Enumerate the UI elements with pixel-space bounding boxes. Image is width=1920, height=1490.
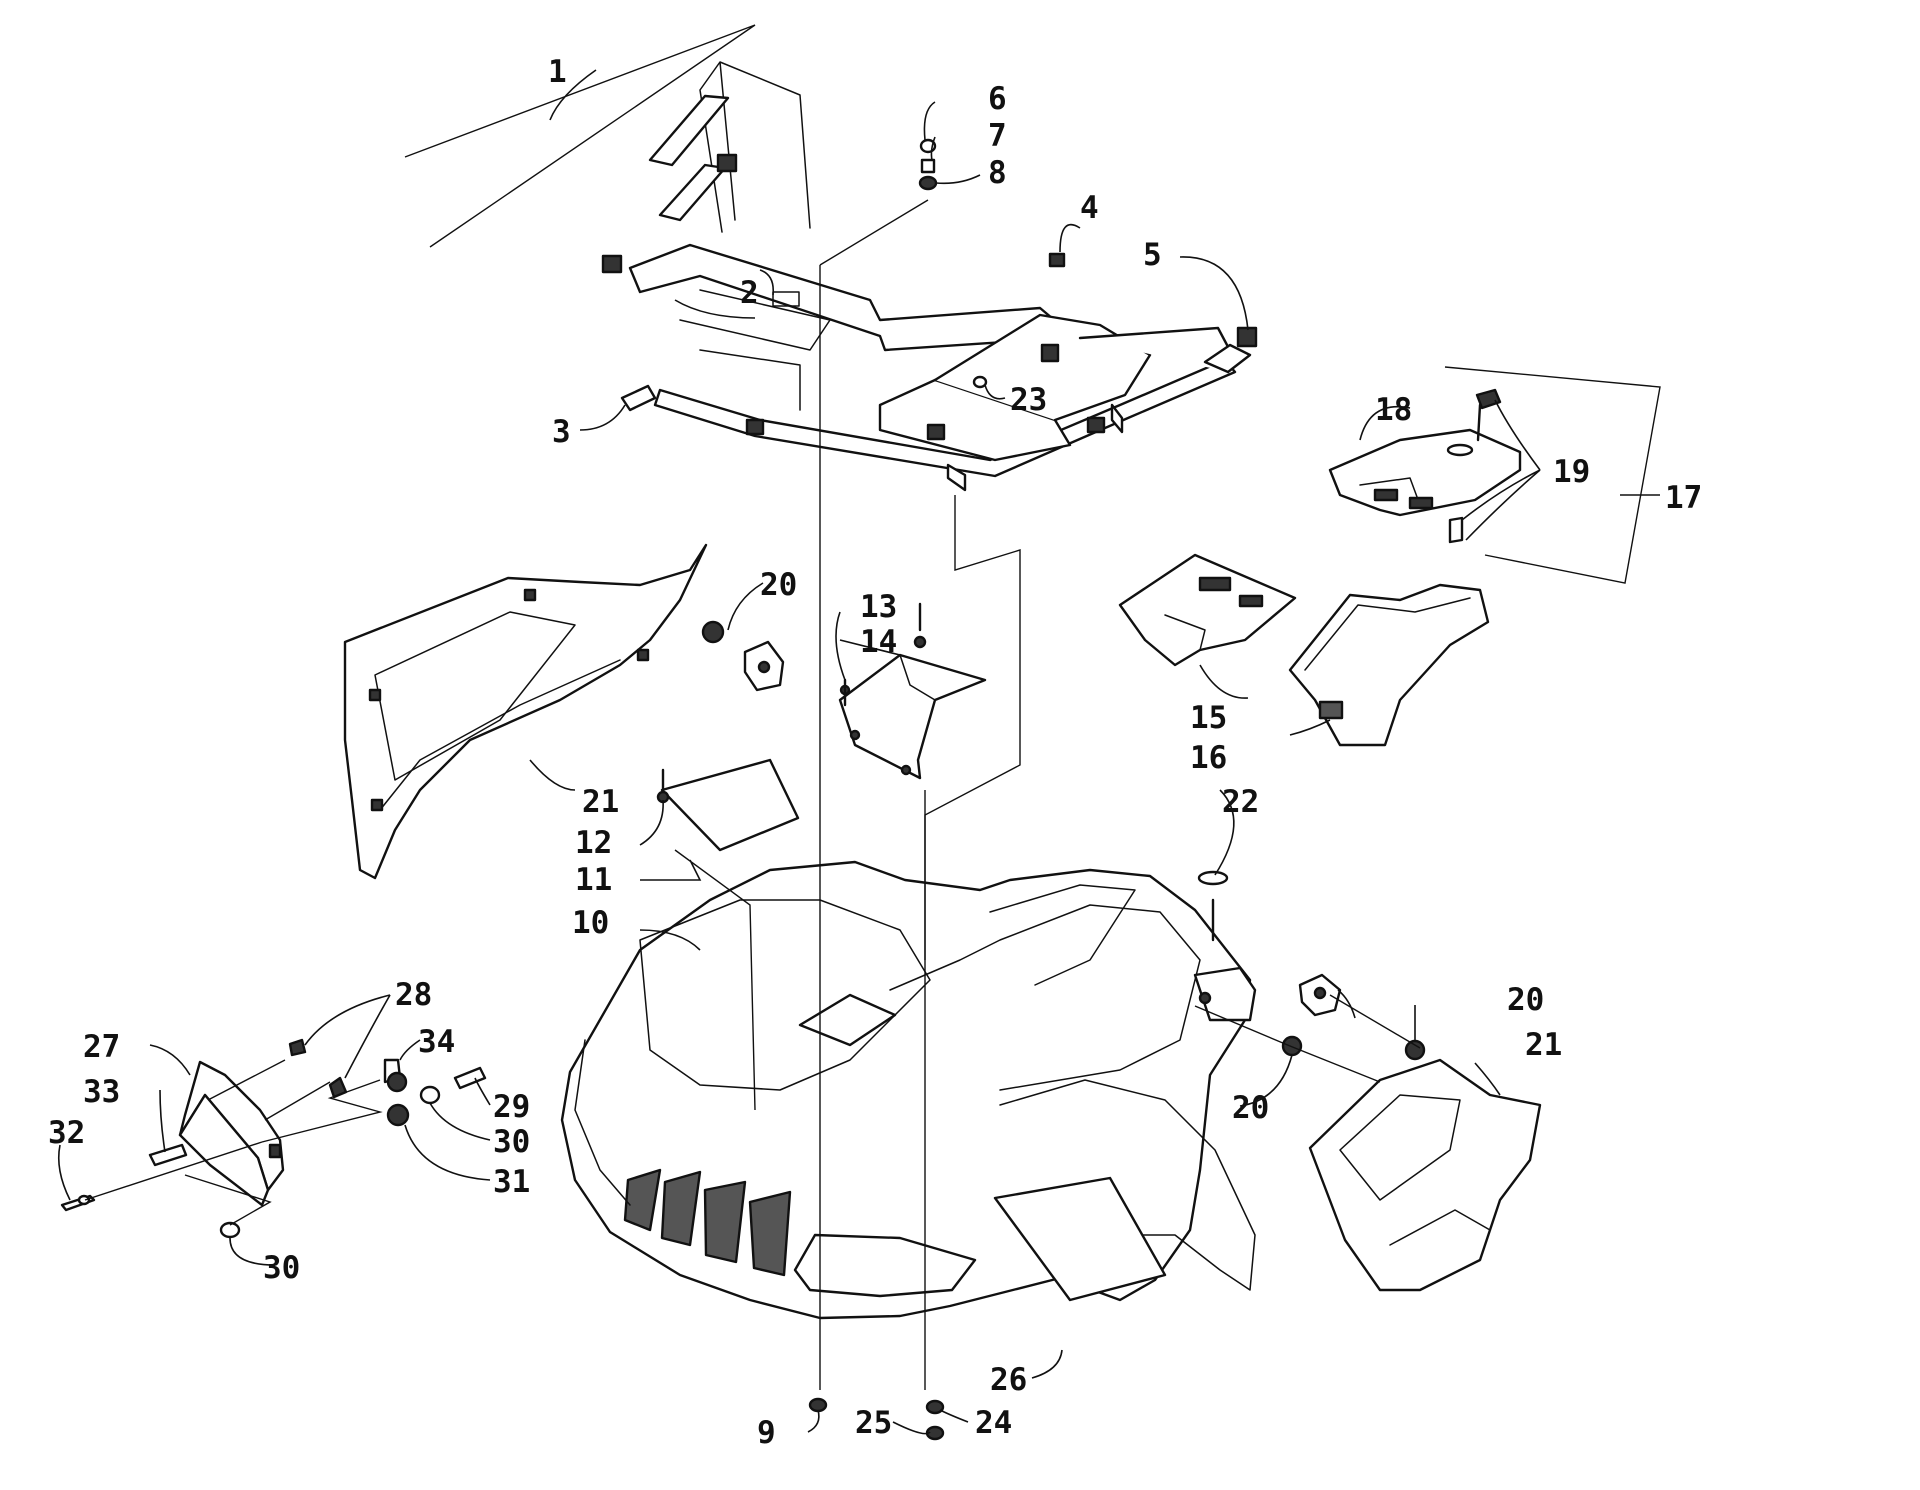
callout-30-bottom: 30 <box>263 1250 300 1286</box>
headlight-hardware <box>60 1038 487 1239</box>
callout-34: 34 <box>418 1024 455 1060</box>
access-plate <box>656 758 800 852</box>
callout-leaders <box>57 69 1660 1435</box>
callout-9: 9 <box>757 1415 776 1451</box>
callout-20-left: 20 <box>760 567 797 603</box>
callout-21-right: 21 <box>1525 1027 1562 1063</box>
callout-33: 33 <box>83 1074 120 1110</box>
callout-30-right: 30 <box>493 1124 530 1160</box>
front-rack <box>601 61 1258 492</box>
callout-17: 17 <box>1665 480 1702 516</box>
right-side-panel <box>1308 1058 1542 1292</box>
callout-16: 16 <box>1190 740 1227 776</box>
grommet-right <box>1281 973 1426 1061</box>
bracket-screws <box>843 602 922 707</box>
callout-15: 15 <box>1190 700 1227 736</box>
left-side-panel <box>343 543 708 880</box>
callout-10: 10 <box>572 905 609 941</box>
side-decal <box>993 1176 1167 1302</box>
push-rivet <box>1197 870 1229 942</box>
storage-bin <box>1288 583 1490 747</box>
seat-cover <box>1328 388 1522 544</box>
callout-23: 23 <box>1010 382 1047 418</box>
callout-5: 5 <box>1143 237 1162 273</box>
callout-7: 7 <box>988 118 1007 154</box>
callout-27: 27 <box>83 1029 120 1065</box>
callout-20-right-lower: 20 <box>1232 1090 1269 1126</box>
callout-11: 11 <box>575 862 612 898</box>
callout-28: 28 <box>395 977 432 1013</box>
callout-29: 29 <box>493 1089 530 1125</box>
callout-labels: 1 2 3 4 5 6 7 8 9 10 11 12 13 14 15 16 1… <box>48 54 1702 1451</box>
callout-21-left: 21 <box>582 784 619 820</box>
callout-3: 3 <box>552 414 571 450</box>
callout-18: 18 <box>1375 392 1412 428</box>
callout-22: 22 <box>1222 784 1259 820</box>
callout-14: 14 <box>860 624 897 660</box>
center-bracket <box>838 635 987 780</box>
callout-13: 13 <box>860 589 897 625</box>
callout-19: 19 <box>1553 454 1590 490</box>
callout-32: 32 <box>48 1115 85 1151</box>
callout-12: 12 <box>575 825 612 861</box>
callout-6: 6 <box>988 81 1007 117</box>
callout-4: 4 <box>1080 190 1099 226</box>
assembly-guides <box>84 24 1661 1390</box>
callout-26: 26 <box>990 1362 1027 1398</box>
callout-20-right-upper: 20 <box>1507 982 1544 1018</box>
callout-24: 24 <box>975 1405 1012 1441</box>
callout-2: 2 <box>740 275 759 311</box>
callout-25: 25 <box>855 1405 892 1441</box>
storage-lid <box>1118 553 1297 667</box>
callout-31: 31 <box>493 1164 530 1200</box>
callout-8: 8 <box>988 155 1007 191</box>
callout-1: 1 <box>548 54 567 90</box>
headlight-lens <box>178 1060 285 1207</box>
grommet-left <box>701 620 785 692</box>
rack-fasteners <box>620 138 1066 412</box>
